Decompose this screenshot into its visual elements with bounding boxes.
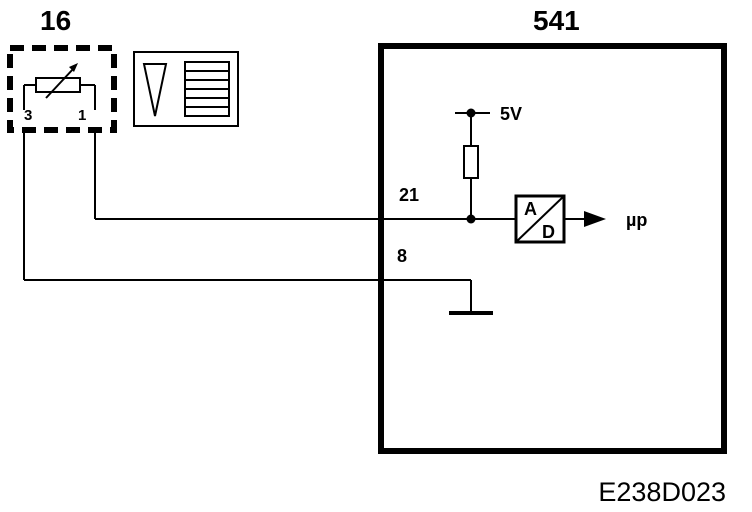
adc-analog-label: A [524, 199, 537, 219]
ecu-housing [378, 43, 727, 454]
ecu-pin-8-label: 8 [397, 246, 407, 266]
diagram-code: E238D023 [598, 477, 726, 507]
output-arrow-icon [564, 211, 606, 227]
ground-wire [23, 130, 472, 313]
adc-digital-label: D [542, 222, 555, 242]
ecu-component-id: 541 [533, 5, 580, 36]
sensor-component-id: 16 [40, 5, 71, 36]
sensor-pin-1-label: 1 [78, 107, 86, 124]
supply-voltage-label: 5V [500, 104, 522, 124]
sensor-housing [7, 45, 117, 133]
pull-up-resistor [455, 108, 490, 224]
sensor-pin-3-label: 3 [24, 107, 32, 124]
ecu-pin-21-label: 21 [399, 185, 419, 205]
signal-wire [94, 130, 471, 220]
fuel-level-gauge-icon [133, 51, 239, 127]
microprocessor-label: µp [626, 210, 647, 230]
analog-digital-converter-icon [471, 194, 566, 244]
variable-resistor-icon [23, 63, 96, 110]
